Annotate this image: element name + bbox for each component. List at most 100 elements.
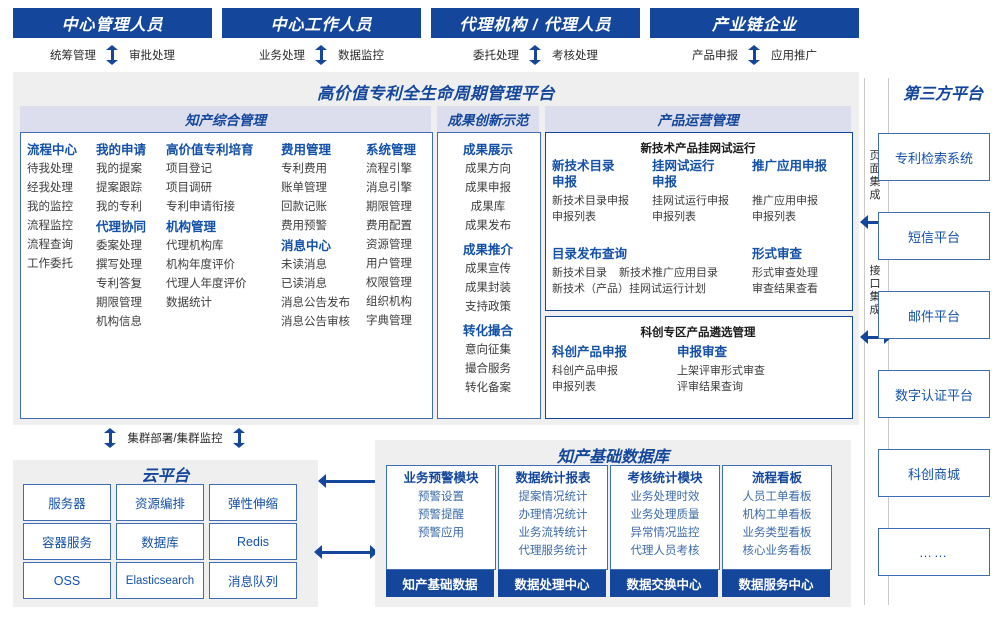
group-item[interactable]: 我的监控	[27, 201, 73, 213]
group-item[interactable]: 成果宣传	[465, 263, 511, 275]
group-item[interactable]: 字典管理	[366, 315, 412, 327]
group-item[interactable]: 申报列表	[552, 211, 596, 223]
group-item[interactable]: 代理机构库	[166, 240, 224, 252]
group-item[interactable]: 专利申请衔接	[166, 201, 235, 213]
group-item[interactable]: 成果封装	[465, 282, 511, 294]
group-item[interactable]: 撮合服务	[465, 363, 511, 375]
db-col-item[interactable]: 机构工单看板	[742, 509, 812, 521]
group-item[interactable]: 成果申报	[465, 182, 511, 194]
group-item[interactable]: 上架评审形式审查	[677, 365, 765, 377]
db-footer-2[interactable]: 数据交换中心	[610, 570, 718, 597]
group-item[interactable]: 未读消息	[281, 259, 327, 271]
group-item[interactable]: 新技术（产品）挂网试运行计划	[552, 283, 706, 295]
group-item[interactable]: 消息引擎	[366, 182, 412, 194]
cloud-cell-3[interactable]: 容器服务	[23, 523, 111, 560]
group-item[interactable]: 数据统计	[166, 297, 212, 309]
group-item[interactable]: 申报列表	[752, 211, 796, 223]
group-item[interactable]: 推广应用申报	[752, 195, 818, 207]
group-item[interactable]: 账单管理	[281, 182, 327, 194]
cloud-cell-6[interactable]: OSS	[23, 562, 111, 599]
group-item[interactable]: 评审结果查询	[677, 381, 743, 393]
group-item[interactable]: 专利费用	[281, 163, 327, 175]
group-item[interactable]: 科创产品申报	[552, 365, 618, 377]
group-item[interactable]: 代理人年度评价	[166, 278, 247, 290]
group-item[interactable]: 流程监控	[27, 220, 73, 232]
db-col-item[interactable]: 预警应用	[418, 527, 464, 539]
group-item[interactable]: 费用预警	[281, 220, 327, 232]
group-item[interactable]: 期限管理	[96, 297, 142, 309]
group-head: 成果推介	[462, 243, 513, 257]
group-item[interactable]: 撰写处理	[96, 259, 142, 271]
db-col-item[interactable]: 代理服务统计	[518, 545, 588, 557]
db-col-item[interactable]: 预警设置	[418, 491, 464, 503]
third-party-box-1[interactable]: 短信平台	[878, 212, 990, 260]
group-item[interactable]: 形式审查处理	[752, 267, 818, 279]
db-col-item[interactable]: 人员工单看板	[742, 491, 812, 503]
group-item[interactable]: 支持政策	[465, 301, 511, 313]
group-item[interactable]: 经我处理	[27, 182, 73, 194]
group-item[interactable]: 期限管理	[366, 201, 412, 213]
group-item[interactable]: 挂网试运行申报	[652, 195, 729, 207]
group-item[interactable]: 流程查询	[27, 239, 73, 251]
third-party-box-4[interactable]: 科创商城	[878, 449, 990, 497]
group-item[interactable]: 权限管理	[366, 277, 412, 289]
cloud-cell-8[interactable]: 消息队列	[209, 562, 297, 599]
group-item[interactable]: 机构年度评价	[166, 259, 235, 271]
cloud-cell-0[interactable]: 服务器	[23, 484, 111, 521]
group-item[interactable]: 已读消息	[281, 278, 327, 290]
group-item[interactable]: 待我处理	[27, 163, 73, 175]
third-party-box-5[interactable]: ……	[878, 528, 990, 576]
group-item[interactable]: 消息公告发布	[281, 297, 350, 309]
db-col-item[interactable]: 业务处理质量	[630, 509, 700, 521]
db-col-item[interactable]: 业务流转统计	[518, 527, 588, 539]
db-col-item[interactable]: 核心业务看板	[742, 545, 812, 557]
group-item[interactable]: 申报列表	[552, 381, 596, 393]
cloud-cell-1[interactable]: 资源编排	[116, 484, 204, 521]
cloud-cell-7[interactable]: Elasticsearch	[116, 562, 204, 599]
group-item[interactable]: 流程引擎	[366, 163, 412, 175]
group-item[interactable]: 组织机构	[366, 296, 412, 308]
up-down-arrow-icon	[106, 45, 119, 65]
group-item[interactable]: 申报列表	[652, 211, 696, 223]
db-col-item[interactable]: 办理情况统计	[518, 509, 588, 521]
db-col-item[interactable]: 异常情况监控	[630, 527, 700, 539]
db-footer-0[interactable]: 知产基础数据	[386, 570, 494, 597]
group-item[interactable]: 资源管理	[366, 239, 412, 251]
group-item[interactable]: 我的提案	[96, 163, 142, 175]
third-party-box-0[interactable]: 专利检索系统	[878, 133, 990, 181]
group-item[interactable]: 费用配置	[366, 220, 412, 232]
cloud-cell-4[interactable]: 数据库	[116, 523, 204, 560]
group-item[interactable]: 新技术推广应用目录	[619, 267, 718, 279]
cloud-cell-2[interactable]: 弹性伸缩	[209, 484, 297, 521]
db-col-item[interactable]: 代理人员考核	[630, 545, 700, 557]
group-item[interactable]: 成果库	[470, 201, 506, 213]
group-item[interactable]: 审查结果查看	[752, 283, 818, 295]
group-item[interactable]: 用户管理	[366, 258, 412, 270]
group-item[interactable]: 机构信息	[96, 316, 142, 328]
group-item[interactable]: 意向征集	[465, 344, 511, 356]
cloud-cell-5[interactable]: Redis	[209, 523, 297, 560]
group-item[interactable]: 委案处理	[96, 240, 142, 252]
group-item[interactable]: 提案跟踪	[96, 182, 142, 194]
db-col-item[interactable]: 提案情况统计	[518, 491, 588, 503]
group-item[interactable]: 回款记账	[281, 201, 327, 213]
group-item[interactable]: 项目登记	[166, 163, 212, 175]
third-party-box-2[interactable]: 邮件平台	[878, 291, 990, 339]
db-col-item[interactable]: 业务处理时效	[630, 491, 700, 503]
group-item[interactable]: 项目调研	[166, 182, 212, 194]
db-col-item[interactable]: 预警提醒	[418, 509, 464, 521]
group-item[interactable]: 消息公告审核	[281, 316, 350, 328]
section-band-label: 产品运营管理	[657, 113, 739, 128]
db-footer-1[interactable]: 数据处理中心	[498, 570, 606, 597]
group-item[interactable]: 转化备案	[465, 382, 511, 394]
third-party-box-3[interactable]: 数字认证平台	[878, 370, 990, 418]
group-item[interactable]: 新技术目录申报	[552, 195, 629, 207]
group-item[interactable]: 成果发布	[465, 220, 511, 232]
group-item[interactable]: 我的专利	[96, 201, 142, 213]
db-col-item[interactable]: 业务类型看板	[742, 527, 812, 539]
group-item[interactable]: 专利答复	[96, 278, 142, 290]
db-footer-3[interactable]: 数据服务中心	[722, 570, 830, 597]
group-item[interactable]: 新技术目录	[552, 267, 607, 279]
group-item[interactable]: 成果方向	[465, 163, 511, 175]
group-item[interactable]: 工作委托	[27, 258, 73, 270]
